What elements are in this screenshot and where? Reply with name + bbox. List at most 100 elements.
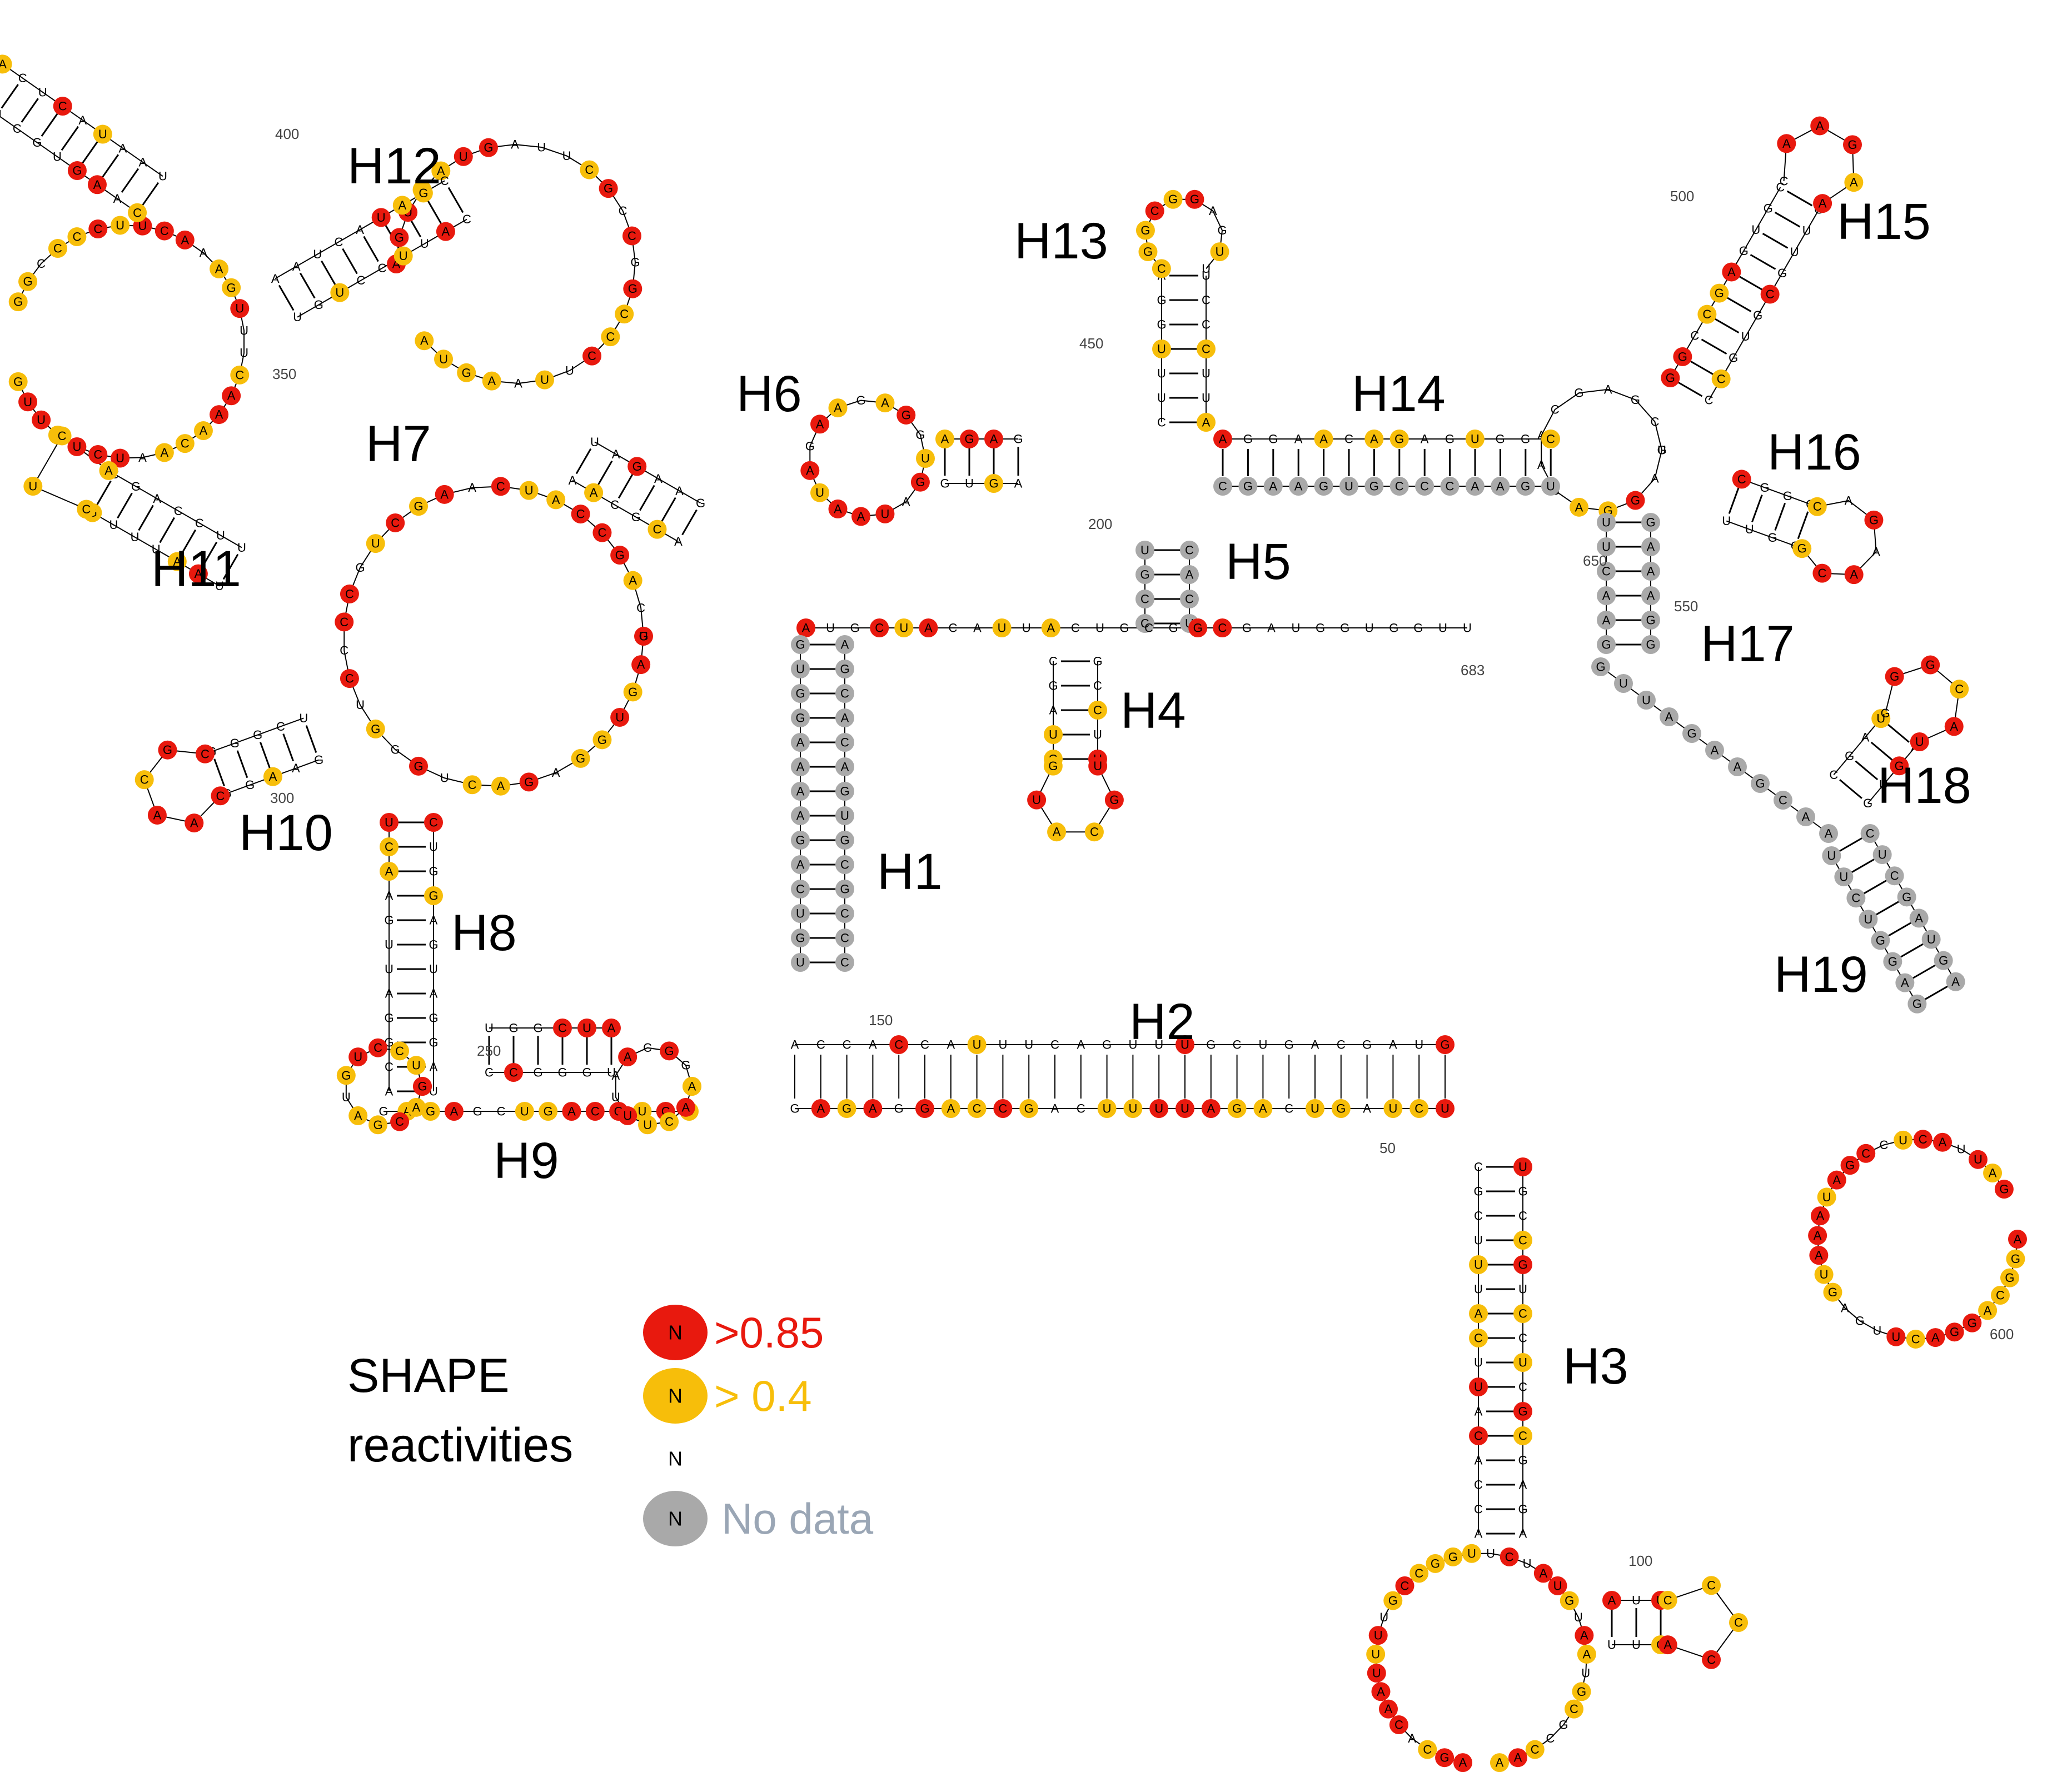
nucleotide: C bbox=[335, 235, 343, 249]
nucleotide-letter: C bbox=[587, 349, 596, 363]
nucleotide-letter: A bbox=[1582, 1647, 1591, 1661]
nucleotide-letter: U bbox=[152, 542, 161, 556]
nucleotide-letter: A bbox=[624, 1050, 632, 1064]
nucleotide: C bbox=[1050, 1038, 1059, 1052]
nucleotide-letter: A bbox=[1872, 545, 1880, 559]
nucleotide: A bbox=[292, 761, 300, 775]
nucleotide: U bbox=[1024, 1038, 1033, 1052]
nucleotide: G bbox=[378, 1105, 388, 1119]
nucleotide-letter: A bbox=[637, 658, 645, 672]
nucleotide-letter: A bbox=[1711, 743, 1719, 757]
nucleotide-letter: C bbox=[1337, 1038, 1346, 1052]
nucleotide: C bbox=[1409, 1564, 1429, 1583]
nucleotide: U bbox=[1469, 1255, 1488, 1274]
nucleotide: U bbox=[93, 124, 112, 144]
nucleotide-marker bbox=[1306, 1099, 1324, 1118]
nucleotide: G bbox=[837, 1099, 856, 1118]
nucleotide: A bbox=[941, 1099, 960, 1118]
nucleotide-marker bbox=[1809, 1246, 1829, 1265]
nucleotide: U bbox=[638, 1115, 658, 1135]
nucleotide: C bbox=[1409, 1099, 1429, 1118]
nucleotide: C bbox=[1084, 822, 1104, 842]
nucleotide-letter: G bbox=[1168, 192, 1178, 206]
nucleotide-marker bbox=[348, 1047, 368, 1067]
nucleotide-marker bbox=[870, 618, 889, 637]
nucleotide-letter: G bbox=[1783, 489, 1792, 503]
nucleotide-marker bbox=[1176, 1099, 1194, 1118]
nucleotide-letter: C bbox=[1150, 204, 1159, 218]
nucleotide-letter: G bbox=[1739, 244, 1749, 258]
nucleotide-letter: G bbox=[1912, 997, 1922, 1011]
nucleotide-marker bbox=[1994, 1180, 2014, 1199]
nucleotide: G bbox=[1496, 432, 1505, 446]
nucleotide-letter: U bbox=[72, 440, 81, 453]
nucleotide: U bbox=[299, 711, 308, 725]
nucleotide-letter: G bbox=[163, 743, 172, 757]
legend-swatch-none bbox=[643, 1491, 708, 1546]
nucleotide: G bbox=[1383, 1591, 1403, 1610]
nucleotide-marker bbox=[835, 733, 854, 752]
helix-label-h12: H12 bbox=[347, 138, 441, 194]
nucleotide-marker bbox=[1409, 1099, 1429, 1118]
nucleotide: C bbox=[497, 1105, 506, 1119]
nucleotide-letter: U bbox=[998, 1038, 1007, 1052]
nucleotide: G bbox=[1243, 432, 1253, 446]
nucleotide: C bbox=[1049, 655, 1058, 668]
nucleotide-letter: U bbox=[1879, 778, 1888, 792]
position-label-300: 300 bbox=[270, 790, 294, 806]
nucleotide-letter: A bbox=[796, 785, 805, 798]
nucleotide-letter: A bbox=[1608, 1594, 1616, 1608]
nucleotide-letter: C bbox=[1518, 1429, 1527, 1443]
nucleotide-letter: A bbox=[1915, 911, 1923, 925]
nucleotide-marker bbox=[1201, 1099, 1221, 1118]
nucleotide-letter: C bbox=[1705, 393, 1714, 407]
nucleotide: G bbox=[409, 497, 428, 516]
nucleotide-letter: U bbox=[131, 530, 140, 544]
nucleotide-marker bbox=[1597, 635, 1616, 654]
nucleotide-marker bbox=[491, 477, 510, 496]
nucleotide-marker bbox=[135, 770, 154, 790]
nucleotide: A bbox=[584, 483, 604, 502]
nucleotide: G bbox=[67, 161, 87, 181]
nucleotide-marker bbox=[1890, 756, 1909, 776]
nucleotide: U bbox=[1176, 1035, 1194, 1054]
nucleotide-letter: G bbox=[1140, 568, 1149, 582]
nucleotide-letter: G bbox=[1232, 1102, 1242, 1116]
nucleotide-marker bbox=[1469, 1255, 1488, 1274]
nucleotide-marker bbox=[1368, 1626, 1388, 1645]
nucleotide-letter: A bbox=[420, 334, 429, 348]
nucleotide-marker bbox=[1840, 1156, 1860, 1175]
nucleotide-marker bbox=[1732, 470, 1751, 489]
nucleotide-marker bbox=[1950, 680, 1969, 699]
nucleotide: U bbox=[826, 621, 835, 635]
nucleotide: G bbox=[314, 298, 323, 312]
nucleotide-marker bbox=[1894, 1130, 1913, 1150]
nucleotide: A bbox=[87, 175, 107, 194]
nucleotide: G bbox=[409, 756, 428, 776]
nucleotide-letter: C bbox=[429, 816, 438, 830]
nucleotide: A bbox=[1660, 707, 1678, 726]
nucleotide-letter: G bbox=[964, 432, 974, 446]
nucleotide: G bbox=[1883, 952, 1902, 971]
nucleotide: U bbox=[1258, 1038, 1267, 1052]
nucleotide: A bbox=[119, 141, 127, 155]
nucleotide-marker bbox=[435, 485, 454, 504]
nucleotide-letter: A bbox=[1202, 416, 1211, 430]
nucleotide-marker bbox=[875, 393, 895, 413]
nucleotide: U bbox=[1921, 930, 1941, 949]
nucleotide-letter: G bbox=[615, 548, 625, 562]
nucleotide-letter: C bbox=[58, 429, 67, 443]
nucleotide: A bbox=[1983, 1164, 2003, 1183]
nucleotide: A bbox=[546, 490, 566, 510]
nucleotide-letter: G bbox=[391, 743, 400, 757]
nucleotide: C bbox=[380, 837, 399, 856]
nucleotide: C bbox=[67, 227, 87, 247]
nucleotide: U bbox=[406, 1056, 426, 1075]
nucleotide: U bbox=[1872, 1324, 1881, 1337]
nucleotide: C bbox=[1284, 1102, 1293, 1116]
nucleotide-letter: A bbox=[1861, 730, 1870, 744]
nucleotide: U bbox=[965, 477, 974, 491]
nucleotide-marker bbox=[1541, 430, 1560, 448]
nucleotide: C bbox=[357, 273, 366, 287]
nucleotide-letter: A bbox=[802, 621, 810, 635]
